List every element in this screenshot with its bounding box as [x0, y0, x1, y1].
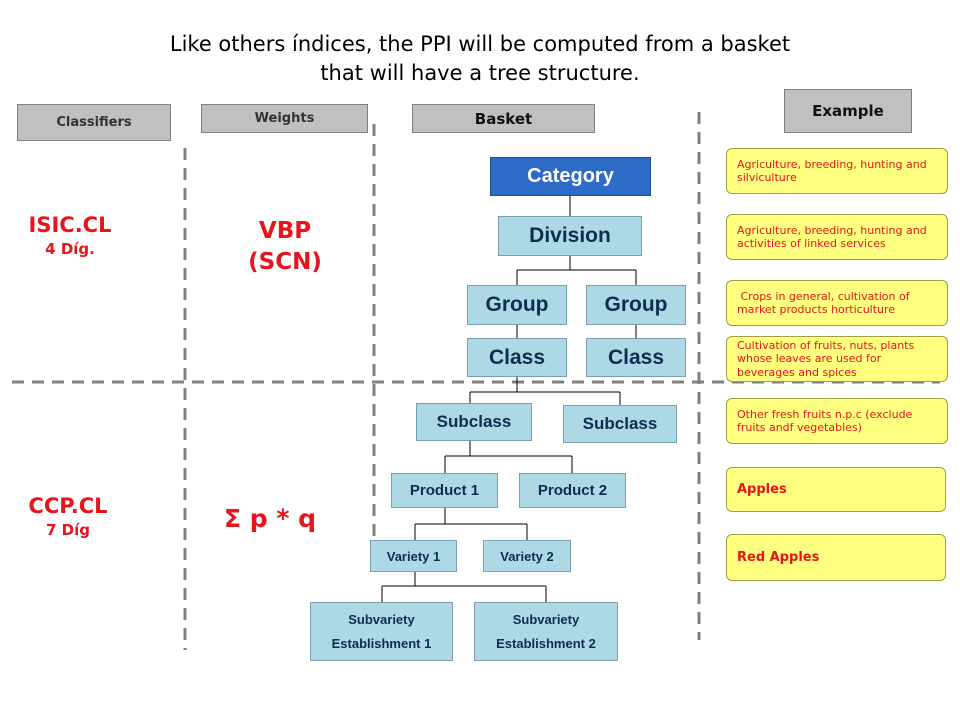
- tree-product-2: Product 2: [519, 473, 626, 508]
- header-classifiers: Classifiers: [17, 104, 171, 141]
- subvariety-1-line-2: Establishment 1: [331, 636, 432, 651]
- classifier-isic-digits: 4 Díg.: [45, 240, 95, 258]
- classifier-isic: ISIC.CL: [28, 213, 112, 237]
- header-weights: Weights: [201, 104, 368, 133]
- example-category: Agriculture, breeding, hunting and silvi…: [726, 148, 948, 194]
- slide-title: Like others índices, the PPI will be com…: [60, 30, 900, 88]
- tree-class-1: Class: [467, 338, 567, 377]
- example-variety: Red Apples: [726, 534, 946, 581]
- tree-class-2: Class: [586, 338, 686, 377]
- title-line-2: that will have a tree structure.: [320, 61, 640, 85]
- tree-category: Category: [490, 157, 651, 196]
- tree-group-2: Group: [586, 285, 686, 325]
- example-division: Agriculture, breeding, hunting and activ…: [726, 214, 948, 260]
- weight-sum-pq: Σ p * q: [223, 504, 317, 533]
- tree-connectors: [381, 196, 637, 602]
- title-line-1: Like others índices, the PPI will be com…: [169, 32, 791, 56]
- header-example: Example: [784, 89, 912, 133]
- tree-variety-1: Variety 1: [370, 540, 457, 572]
- subvariety-2-line-1: Subvariety: [512, 612, 580, 627]
- weight-vbp: VBP: [258, 218, 312, 244]
- subvariety-2-line-2: Establishment 2: [496, 636, 596, 651]
- tree-group-1: Group: [467, 285, 567, 325]
- classifier-ccp-digits: 7 Díg: [46, 521, 90, 539]
- header-basket: Basket: [412, 104, 595, 133]
- tree-product-1: Product 1: [391, 473, 498, 508]
- tree-subvariety-1: Subvariety Establishment 1: [310, 602, 453, 661]
- classifier-ccp: CCP.CL: [28, 494, 108, 518]
- example-subclass: Other fresh fruits n.p.c (exclude fruits…: [726, 398, 948, 444]
- example-group: Crops in general, cultivation of market …: [726, 280, 948, 326]
- tree-variety-2: Variety 2: [483, 540, 571, 572]
- weight-scn: (SCN): [248, 249, 322, 275]
- tree-subclass-2: Subclass: [563, 405, 677, 443]
- subvariety-1-line-1: Subvariety: [348, 612, 415, 627]
- example-class: Cultivation of fruits, nuts, plants whos…: [726, 336, 948, 382]
- tree-subclass-1: Subclass: [416, 403, 532, 441]
- tree-division: Division: [498, 216, 642, 256]
- tree-subvariety-2: Subvariety Establishment 2: [474, 602, 618, 661]
- example-product: Apples: [726, 467, 946, 512]
